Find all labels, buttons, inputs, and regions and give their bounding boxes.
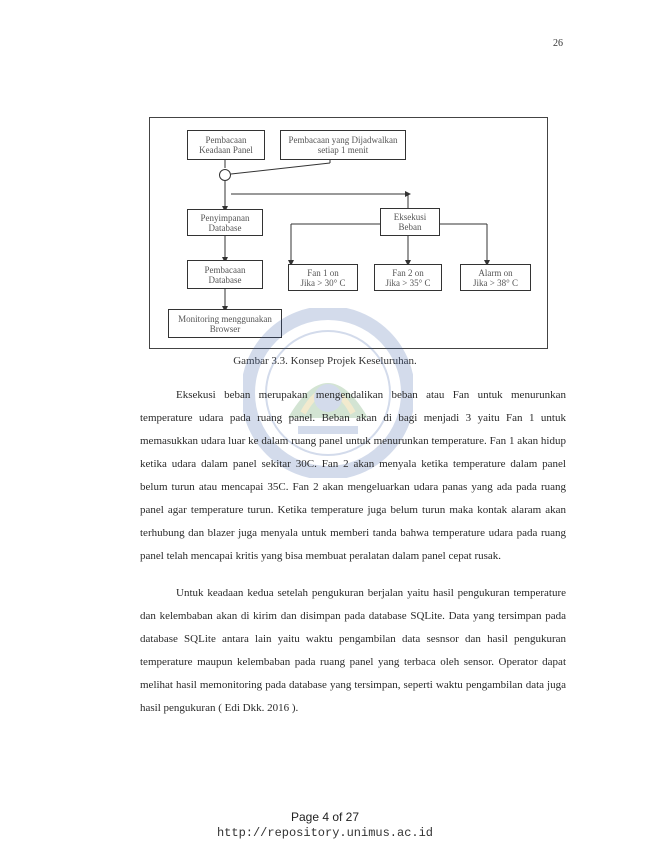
node-label: Beban — [398, 222, 422, 232]
node-db-read: Pembacaan Database — [187, 260, 263, 289]
page-number: 26 — [553, 38, 563, 49]
node-label: Penyimpanan — [200, 212, 250, 223]
node-label: Fan 2 on — [392, 267, 424, 278]
node-label: Pembacaan yang Dijadwalkan — [288, 135, 398, 145]
node-execution: Eksekusi Beban — [380, 208, 440, 236]
node-label: Keadaan Panel — [199, 145, 253, 155]
node-label: Jika > 35° C — [385, 277, 431, 288]
node-monitoring: Monitoring menggunakan Browser — [168, 309, 282, 338]
university-seal-watermark — [243, 308, 413, 478]
paragraph-database-storage: Untuk keadaan kedua setelah pengukuran b… — [140, 587, 566, 714]
footer-url[interactable]: http://repository.unimus.ac.id — [216, 826, 434, 840]
junction-circle — [219, 169, 231, 181]
node-label: Fan 1 on — [307, 267, 339, 278]
node-label: setiap 1 menit — [317, 145, 369, 155]
arrow-head — [405, 260, 411, 266]
node-alarm: Alarm on Jika > 38° C — [460, 264, 531, 291]
node-label: Database — [208, 222, 242, 233]
footer-page-indicator: Page 4 of 27 — [290, 810, 360, 824]
node-label: Browser — [209, 323, 241, 334]
arrow-head — [484, 260, 490, 266]
paragraph-load-execution: Eksekusi beban merupakan mengendalikan b… — [140, 389, 566, 562]
node-scheduled-read: Pembacaan yang Dijadwalkan setiap 1 meni… — [280, 130, 406, 160]
arrow-head — [288, 260, 294, 266]
node-label: Monitoring menggunakan — [178, 313, 272, 324]
arrow-head — [405, 191, 411, 197]
node-label: Eksekusi — [393, 212, 427, 222]
connector-line — [230, 162, 331, 175]
node-label: Jika > 30° C — [300, 277, 346, 288]
node-label: Pembacaan — [205, 135, 247, 145]
node-read-panel: Pembacaan Keadaan Panel — [187, 130, 265, 160]
node-storage: Penyimpanan Database — [187, 209, 263, 236]
node-fan2: Fan 2 on Jika > 35° C — [374, 264, 442, 291]
concept-diagram: Pembacaan Keadaan Panel Pembacaan yang D… — [149, 117, 548, 349]
node-label: Pembacaan — [204, 264, 246, 275]
node-fan1: Fan 1 on Jika > 30° C — [288, 264, 358, 291]
node-label: Jika > 38° C — [473, 277, 518, 288]
node-label: Database — [208, 274, 242, 285]
figure-caption: Gambar 3.3. Konsep Projek Keseluruhan. — [233, 355, 417, 367]
node-label: Alarm on — [478, 267, 513, 278]
